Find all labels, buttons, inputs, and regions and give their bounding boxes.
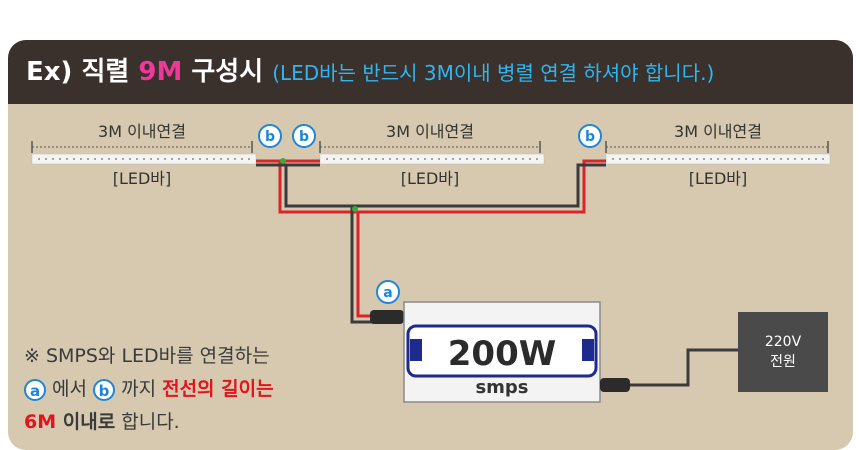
note-rest: 합니다. xyxy=(115,411,180,433)
smps-label: smps xyxy=(475,377,528,398)
diagram-title: Ex) 직렬 9M 구성시 (LED바는 반드시 3M이내 병렬 연결 하셔야 … xyxy=(26,54,714,90)
led-strip-2 xyxy=(319,153,545,165)
note-line-2-mid: 까지 xyxy=(115,378,163,400)
power-voltage: 220V xyxy=(765,334,802,350)
smps-unit: 200W smps xyxy=(403,301,601,403)
wire-red xyxy=(256,159,606,318)
smps-power-rating: 200W xyxy=(448,334,556,374)
diagram-card: Ex) 직렬 9M 구성시 (LED바는 반드시 3M이내 병렬 연결 하셔야 … xyxy=(8,40,853,450)
note-marker-b: b xyxy=(93,378,116,401)
note-line-3: 6M 이내로 합니다. xyxy=(24,406,384,439)
title-highlight: 9M xyxy=(138,57,183,87)
title-suffix: 구성시 xyxy=(182,57,273,87)
marker-b-1: b xyxy=(258,124,282,148)
marker-b-3: b xyxy=(578,124,602,148)
strip-label-2: [LED바] xyxy=(401,169,460,188)
note-within: 이내로 xyxy=(56,411,116,433)
marker-b-2: b xyxy=(292,124,316,148)
led-strip-3 xyxy=(605,153,831,165)
smps-output-connector xyxy=(600,378,630,392)
wiring-note: ※ SMPS와 LED바를 연결하는 a 에서 b 까지 전선의 길이는 6M … xyxy=(24,340,384,439)
smps-input-connector xyxy=(370,310,404,324)
marker-a: a xyxy=(376,280,400,304)
marker-a-label: a xyxy=(383,285,392,301)
wire-black xyxy=(256,163,606,324)
title-note: (LED바는 반드시 3M이내 병렬 연결 하셔야 합니다.) xyxy=(272,61,715,85)
note-marker-a: a xyxy=(24,378,46,401)
strip-label-3: [LED바] xyxy=(689,169,748,188)
title-bar: Ex) 직렬 9M 구성시 (LED바는 반드시 3M이내 병렬 연결 하셔야 … xyxy=(8,40,853,104)
note-line-2-pre: 에서 xyxy=(46,378,94,400)
length-label-2: 3M 이내연결 xyxy=(386,122,474,141)
power-cable xyxy=(630,348,740,387)
note-length: 6M xyxy=(24,411,57,433)
led-strip-1 xyxy=(31,153,257,165)
length-label-1: 3M 이내연결 xyxy=(98,122,186,141)
junction-dots xyxy=(280,158,358,212)
marker-b-3-label: b xyxy=(585,129,595,145)
title-prefix: Ex) 직렬 xyxy=(26,57,139,87)
dimension-line-2 xyxy=(319,141,541,153)
marker-b-1-label: b xyxy=(265,129,275,145)
note-line-2-red: 전선의 길이는 xyxy=(162,378,274,400)
note-line-2: a 에서 b 까지 전선의 길이는 xyxy=(24,373,384,406)
power-source-box: 220V 전원 xyxy=(738,312,828,392)
length-label-3: 3M 이내연결 xyxy=(674,122,762,141)
wiring-diagram: 3M 이내연결 3M 이내연결 3M 이내연결 [LED바] [LED바] [L… xyxy=(31,122,831,403)
strip-label-1: [LED바] xyxy=(113,169,172,188)
dimension-line-3 xyxy=(605,141,829,153)
dimension-line-1 xyxy=(31,141,253,153)
power-label: 전원 xyxy=(770,354,796,370)
note-line-1: ※ SMPS와 LED바를 연결하는 xyxy=(24,345,270,367)
marker-b-2-label: b xyxy=(299,129,309,145)
